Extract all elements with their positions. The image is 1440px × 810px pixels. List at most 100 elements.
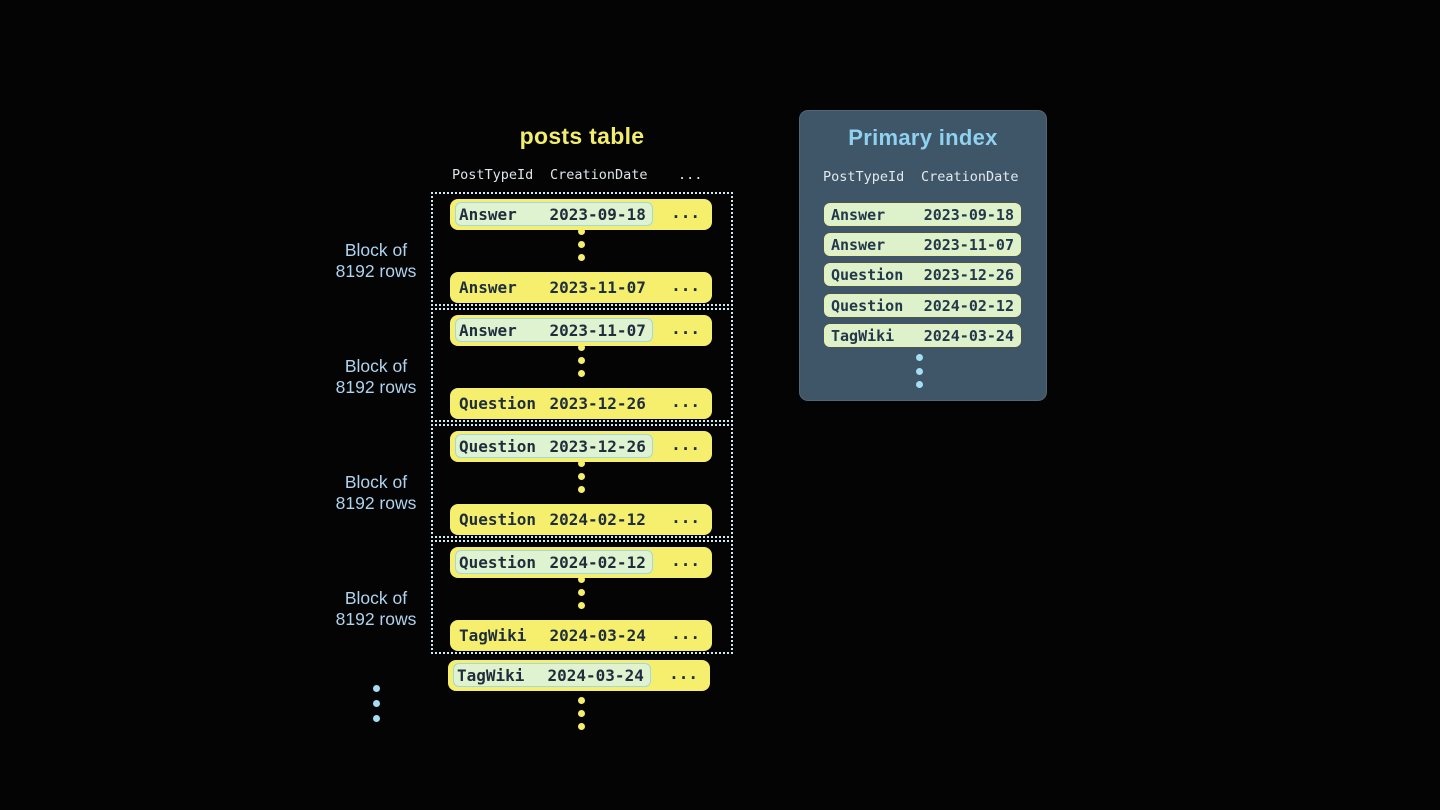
row-content: TagWiki 2024-03-24	[455, 623, 653, 647]
block-label-2: Block of 8192 rows	[276, 356, 476, 398]
index-row: Question 2024-02-12	[824, 294, 1021, 317]
cell-posttypeid: TagWiki	[831, 326, 895, 345]
cell-creationdate: 2024-03-24	[923, 326, 1014, 345]
vertical-ellipsis-icon	[578, 486, 585, 493]
cell-creationdate: 2023-12-26	[549, 393, 646, 413]
vertical-ellipsis-icon	[578, 254, 585, 261]
cell-creationdate: 2024-03-24	[547, 665, 644, 685]
row-highlight: Answer 2023-09-18	[455, 202, 653, 226]
cell-posttypeid: Answer	[459, 204, 517, 224]
table-row: Answer 2023-09-18 ...	[450, 199, 712, 230]
vertical-ellipsis-icon	[916, 381, 923, 388]
table-row: Question 2024-02-12 ...	[450, 547, 712, 578]
row-ellipsis: ...	[671, 551, 700, 570]
block-label-line1: Block of	[344, 588, 408, 608]
vertical-ellipsis-icon	[578, 697, 585, 704]
row-ellipsis: ...	[671, 203, 700, 222]
vertical-ellipsis-icon	[578, 228, 585, 235]
row-ellipsis: ...	[671, 624, 700, 643]
block-label-line1: Block of	[344, 240, 408, 260]
table-row-overflow: TagWiki 2024-03-24 ...	[448, 660, 710, 691]
block-label-line2: 8192 rows	[335, 261, 417, 281]
block-label-line2: 8192 rows	[335, 609, 417, 629]
cell-posttypeid: Answer	[831, 235, 886, 254]
row-ellipsis: ...	[671, 435, 700, 454]
block-label-1: Block of 8192 rows	[276, 240, 476, 282]
primary-index-panel: Primary index PostTypeId CreationDate An…	[799, 110, 1047, 401]
table-row: Answer 2023-11-07 ...	[450, 272, 712, 303]
vertical-ellipsis-icon	[373, 700, 380, 707]
table-row: Question 2023-12-26 ...	[450, 388, 712, 419]
vertical-ellipsis-icon	[578, 576, 585, 583]
row-highlight: Question 2023-12-26	[455, 434, 653, 458]
cell-posttypeid: Question	[459, 552, 537, 572]
vertical-ellipsis-icon	[916, 368, 923, 375]
row-ellipsis: ...	[671, 276, 700, 295]
cell-creationdate: 2023-09-18	[549, 204, 646, 224]
table-row: Answer 2023-11-07 ...	[450, 315, 712, 346]
cell-creationdate: 2023-12-26	[923, 265, 1014, 284]
cell-posttypeid: Answer	[459, 277, 517, 297]
vertical-ellipsis-icon	[578, 460, 585, 467]
block-label-line1: Block of	[344, 472, 408, 492]
index-column-header-creationdate: CreationDate	[921, 169, 1019, 185]
cell-creationdate: 2023-12-26	[549, 436, 646, 456]
cell-creationdate: 2023-11-07	[923, 235, 1014, 254]
row-highlight: TagWiki 2024-03-24	[453, 663, 651, 687]
vertical-ellipsis-icon	[578, 589, 585, 596]
posts-column-header-posttypeid: PostTypeId	[452, 167, 534, 183]
vertical-ellipsis-icon	[578, 241, 585, 248]
block-label-line2: 8192 rows	[335, 493, 417, 513]
row-content: Answer 2023-11-07	[455, 275, 653, 299]
cell-posttypeid: TagWiki	[459, 625, 527, 645]
cell-posttypeid: Answer	[459, 320, 517, 340]
index-column-header-posttypeid: PostTypeId	[823, 169, 905, 185]
cell-creationdate: 2023-09-18	[923, 205, 1014, 224]
vertical-ellipsis-icon	[373, 685, 380, 692]
block-label-4: Block of 8192 rows	[276, 588, 476, 630]
row-block-2: Answer 2023-11-07 ... Question 2023-12-26 …	[431, 308, 733, 422]
vertical-ellipsis-icon	[578, 357, 585, 364]
index-row: Answer 2023-11-07	[824, 233, 1021, 256]
row-block-4: Question 2024-02-12 ... TagWiki 2024-03-24…	[431, 540, 733, 654]
vertical-ellipsis-icon	[578, 370, 585, 377]
vertical-ellipsis-icon	[578, 473, 585, 480]
cell-posttypeid: Question	[459, 393, 537, 413]
vertical-ellipsis-icon	[578, 344, 585, 351]
cell-posttypeid: Question	[831, 296, 904, 315]
vertical-ellipsis-icon	[373, 715, 380, 722]
cell-creationdate: 2024-03-24	[549, 625, 646, 645]
block-label-line2: 8192 rows	[335, 377, 417, 397]
cell-posttypeid: Question	[831, 265, 904, 284]
posts-table-title: posts table	[519, 123, 645, 149]
cell-creationdate: 2023-11-07	[549, 277, 646, 297]
row-ellipsis: ...	[671, 392, 700, 411]
vertical-ellipsis-icon	[916, 354, 923, 361]
cell-posttypeid: Answer	[831, 205, 886, 224]
cell-creationdate: 2024-02-12	[923, 296, 1014, 315]
row-ellipsis: ...	[671, 508, 700, 527]
row-ellipsis: ...	[669, 664, 698, 683]
cell-creationdate: 2024-02-12	[549, 552, 646, 572]
row-ellipsis: ...	[671, 319, 700, 338]
primary-index-title: Primary index	[848, 125, 998, 150]
table-row: Question 2023-12-26 ...	[450, 431, 712, 462]
block-label-3: Block of 8192 rows	[276, 472, 476, 514]
index-row: Question 2023-12-26	[824, 263, 1021, 286]
row-highlight: Question 2024-02-12	[455, 550, 653, 574]
cell-posttypeid: Question	[459, 436, 537, 456]
cell-posttypeid: Question	[459, 509, 537, 529]
vertical-ellipsis-icon	[578, 602, 585, 609]
table-row: TagWiki 2024-03-24 ...	[450, 620, 712, 651]
row-content: Question 2023-12-26	[455, 391, 653, 415]
vertical-ellipsis-icon	[578, 723, 585, 730]
cell-posttypeid: TagWiki	[457, 665, 525, 685]
block-label-line1: Block of	[344, 356, 408, 376]
cell-creationdate: 2023-11-07	[549, 320, 646, 340]
vertical-ellipsis-icon	[578, 710, 585, 717]
index-row: Answer 2023-09-18	[824, 203, 1021, 226]
row-block-1: Answer 2023-09-18 ... Answer 2023-11-07 ..…	[431, 192, 733, 306]
